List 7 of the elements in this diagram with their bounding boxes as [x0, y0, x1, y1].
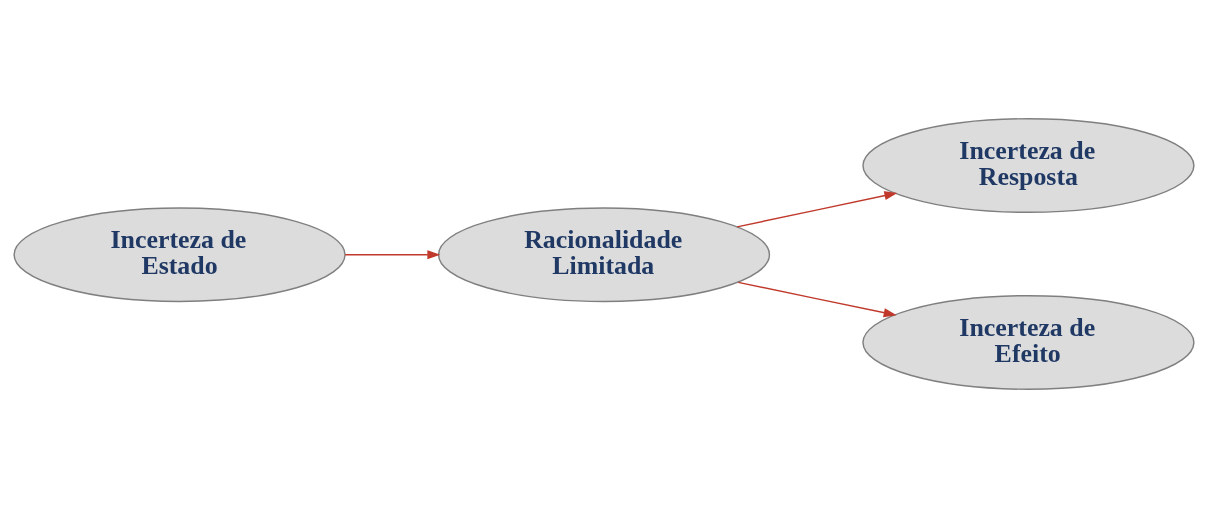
- node-ellipse: Incerteza de Resposta: [862, 117, 1195, 213]
- arrow: [344, 249, 441, 259]
- arrow: [736, 190, 898, 228]
- node-ellipse: Incerteza de Estado: [13, 206, 346, 302]
- arrow: [737, 281, 897, 317]
- node-ellipse: Incerteza de Efeito: [862, 294, 1195, 390]
- node-ellipse: Racionalidade Limitada: [437, 206, 771, 302]
